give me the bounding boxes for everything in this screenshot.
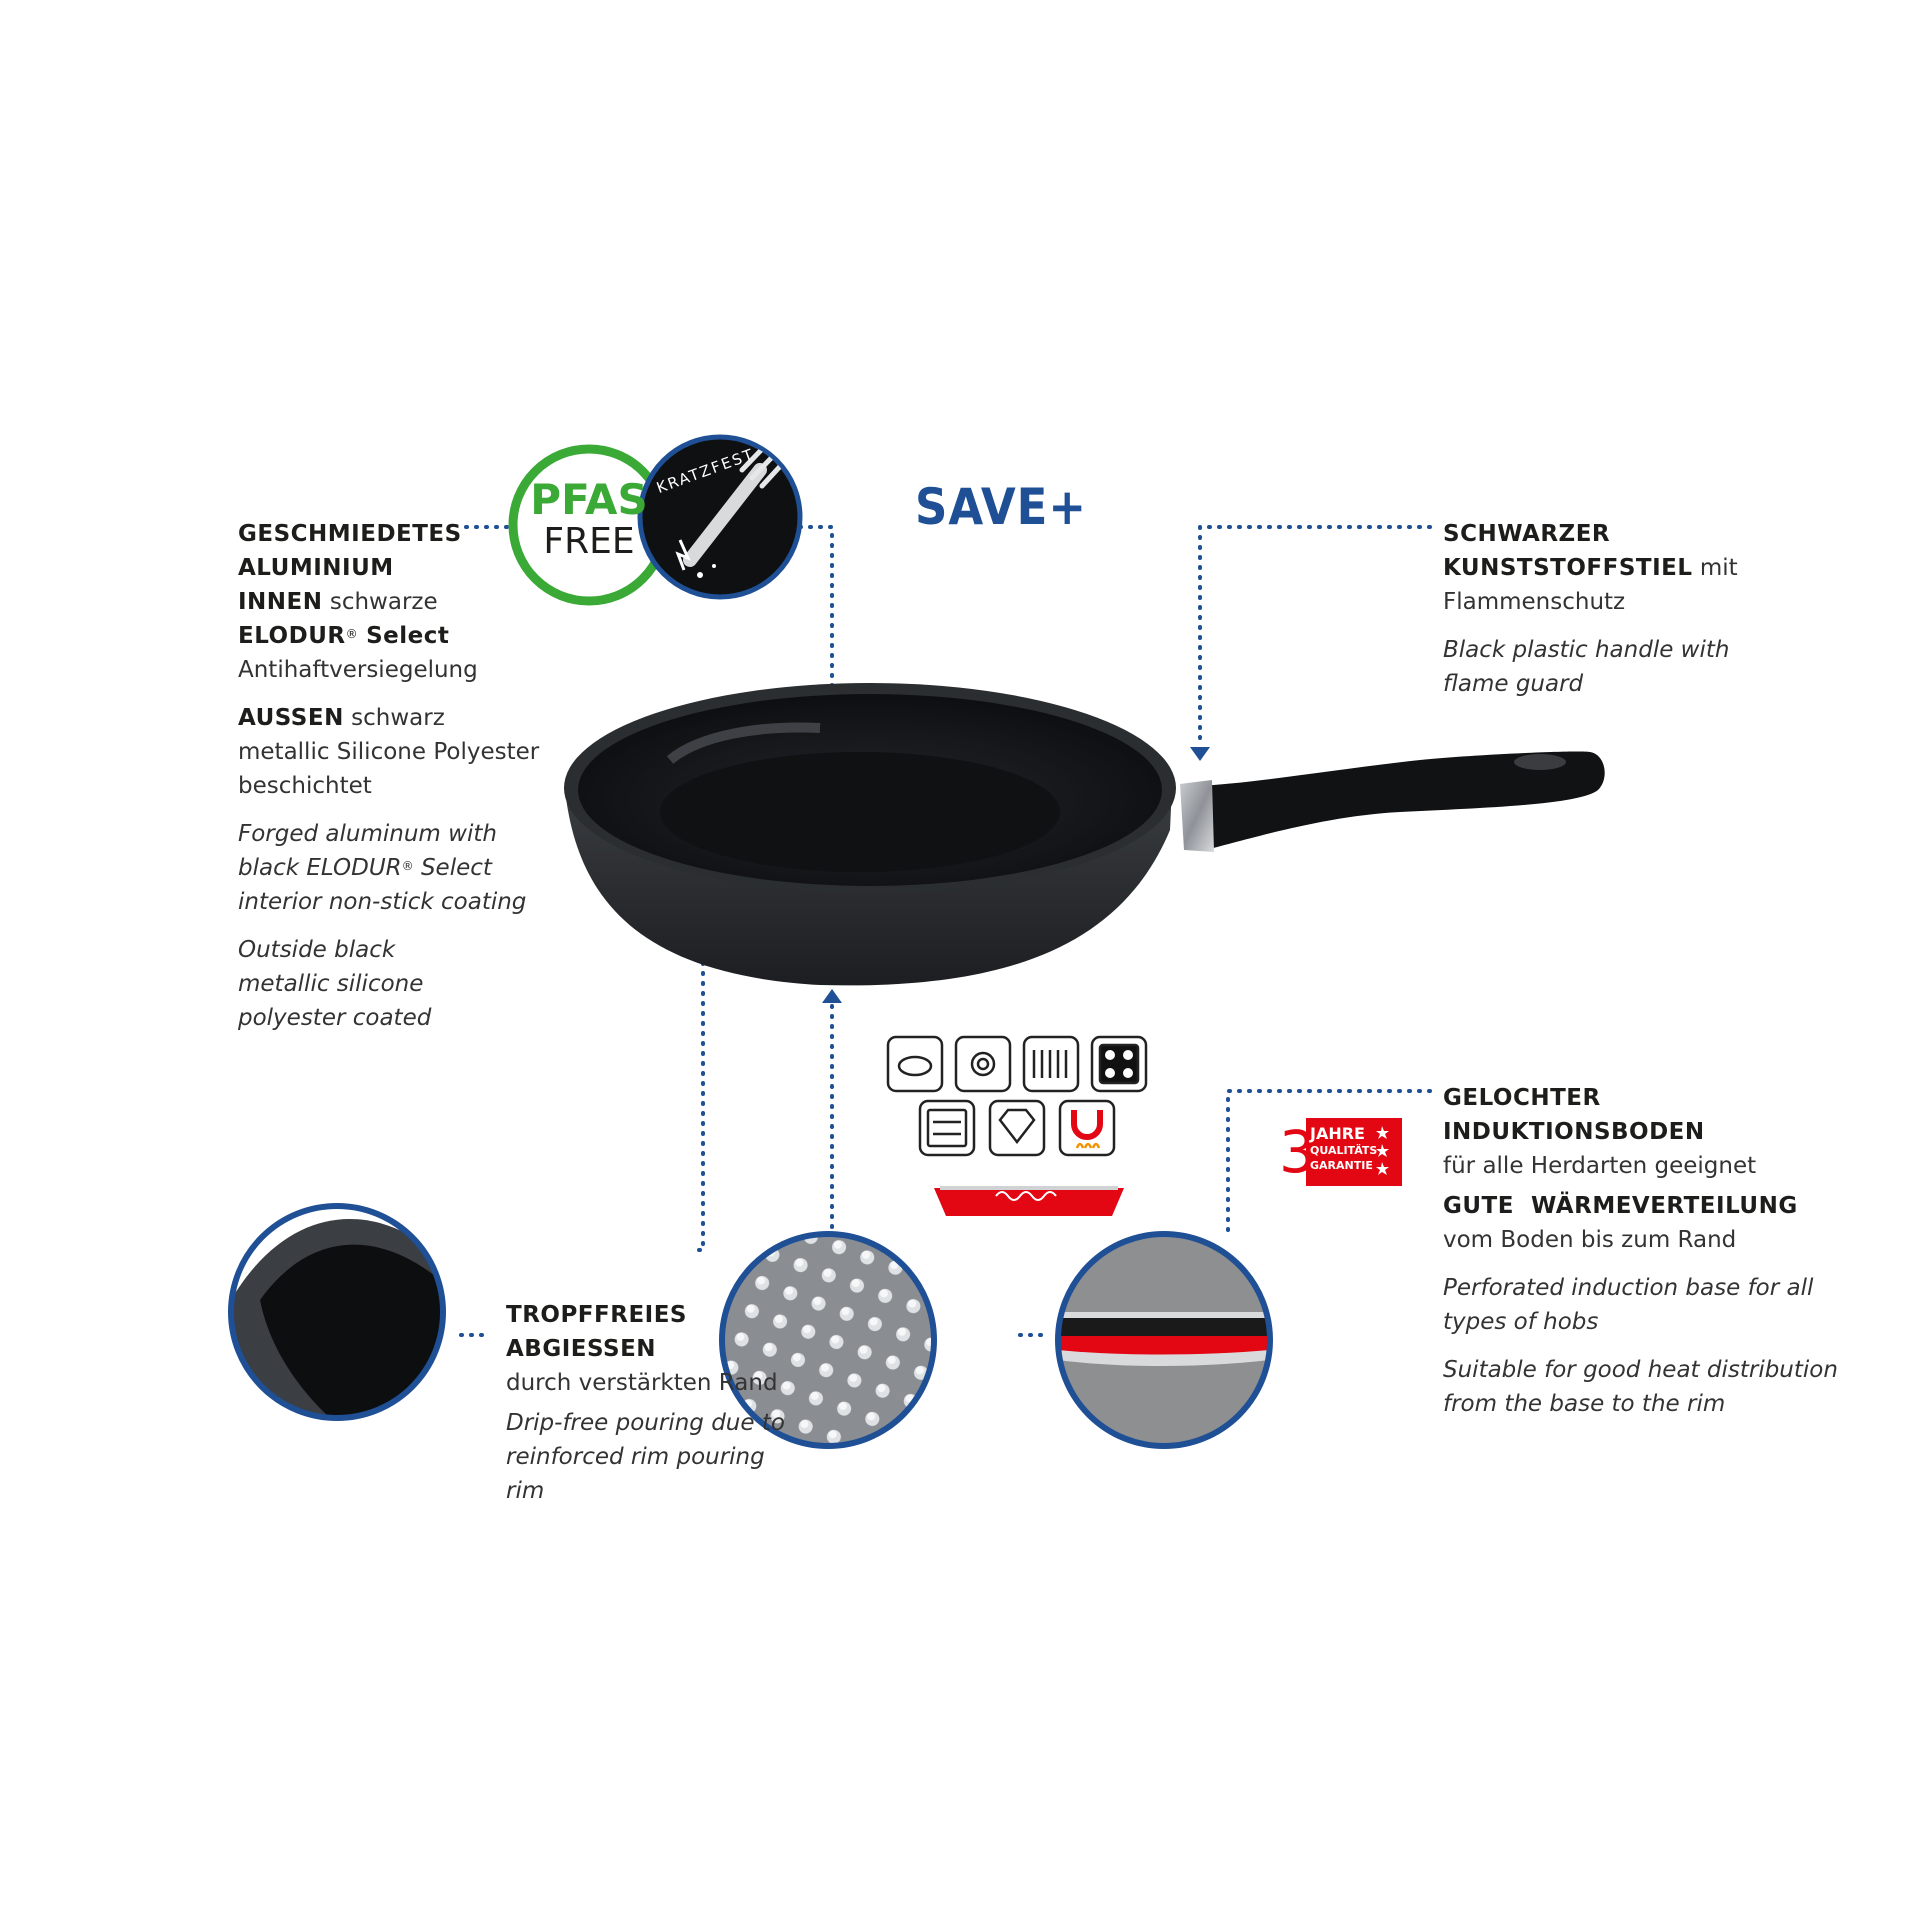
base-line-3: für alle Herdarten geeignet bbox=[1443, 1153, 1757, 1179]
material-en-2-line-3: polyester coated bbox=[238, 1005, 432, 1031]
select-label: Select bbox=[357, 623, 450, 649]
base-line-5: vom Boden bis zum Rand bbox=[1443, 1227, 1737, 1253]
base-en-1-line-2: types of hobs bbox=[1443, 1309, 1599, 1335]
kratzfest-badge bbox=[637, 434, 803, 600]
innen-label: INNEN bbox=[238, 589, 323, 615]
pouring-en-line-1: Drip-free pouring due to bbox=[506, 1410, 785, 1436]
material-en-1-line-3: interior non-stick coating bbox=[238, 889, 527, 915]
material-description: GESCHMIEDETES ALUMINIUM INNEN schwarze E… bbox=[238, 517, 539, 1049]
elodur-label: ELODUR bbox=[238, 623, 346, 649]
base-cross-section-strip bbox=[934, 1186, 1124, 1216]
heat-distribution-image bbox=[1055, 1231, 1273, 1449]
base-heading-1: GELOCHTER bbox=[1443, 1085, 1601, 1111]
handle-description: SCHWARZER KUNSTSTOFFSTIEL mit Flammensch… bbox=[1443, 517, 1738, 715]
product-headline: SAVE+ bbox=[915, 478, 1088, 536]
handle-heading-2-text: mit bbox=[1692, 555, 1738, 581]
aussen-text-2: metallic Silicone Polyester bbox=[238, 739, 540, 765]
handle-line-3: Flammenschutz bbox=[1443, 589, 1626, 615]
innen-text: schwarze bbox=[322, 589, 438, 615]
base-en-1-line-1: Perforated induction base for all bbox=[1443, 1275, 1814, 1301]
material-heading-2: ALUMINIUM bbox=[238, 555, 394, 581]
base-en-2-line-2: from the base to the rim bbox=[1443, 1391, 1726, 1417]
handle-en-line-2: flame guard bbox=[1443, 671, 1584, 697]
free-text: FREE bbox=[543, 521, 635, 562]
warranty-number: 3 bbox=[1279, 1118, 1316, 1186]
coating-text: Antihaftversiegelung bbox=[238, 657, 478, 683]
aussen-text-3: beschichtet bbox=[238, 773, 372, 799]
aussen-text-1: schwarz bbox=[343, 705, 445, 731]
warranty-text: JAHRE QUALITÄTS GARANTIE bbox=[1310, 1125, 1377, 1173]
pouring-heading-1: TROPFFREIES bbox=[506, 1302, 687, 1328]
aussen-label: AUSSEN bbox=[238, 705, 344, 731]
pouring-description: TROPFFREIES ABGIESSEN durch verstärkten … bbox=[506, 1298, 785, 1522]
rim-closeup-image bbox=[228, 1203, 446, 1421]
handle-heading-1: SCHWARZER bbox=[1443, 521, 1611, 547]
registered-mark: ® bbox=[345, 627, 358, 641]
pouring-heading-2: ABGIESSEN bbox=[506, 1336, 657, 1362]
perforated-base-image bbox=[719, 1231, 937, 1449]
pfas-text: PFAS bbox=[530, 475, 648, 524]
base-heading-4: GUTE WÄRMEVERTEILUNG bbox=[1443, 1193, 1798, 1219]
material-en-2-line-2: metallic silicone bbox=[238, 971, 424, 997]
material-en-2-line-1: Outside black bbox=[238, 937, 396, 963]
material-en-1-line-2b: Select bbox=[413, 855, 492, 881]
material-en-1-line-2a: black ELODUR bbox=[238, 855, 402, 881]
pouring-line-3: durch verstärkten Rand bbox=[506, 1370, 778, 1396]
pouring-en-line-3: rim bbox=[506, 1478, 545, 1504]
warranty-garantie: GARANTIE bbox=[1310, 1159, 1373, 1172]
material-heading-1: GESCHMIEDETES bbox=[238, 521, 462, 547]
hob-icons bbox=[886, 1035, 1148, 1157]
handle-heading-2: KUNSTSTOFFSTIEL bbox=[1443, 555, 1693, 581]
base-description: GELOCHTER INDUKTIONSBODEN für alle Herda… bbox=[1443, 1081, 1838, 1435]
registered-mark-en: ® bbox=[401, 859, 414, 873]
handle-en-line-1: Black plastic handle with bbox=[1443, 637, 1730, 663]
base-heading-2: INDUKTIONSBODEN bbox=[1443, 1119, 1705, 1145]
warranty-badge bbox=[1276, 1118, 1402, 1186]
pouring-en-line-2: reinforced rim pouring bbox=[506, 1444, 765, 1470]
pfas-label: PFAS FREE bbox=[524, 478, 654, 562]
base-en-2-line-1: Suitable for good heat distribution bbox=[1443, 1357, 1838, 1383]
warranty-qualitaets: QUALITÄTS bbox=[1310, 1144, 1378, 1157]
warranty-jahre: JAHRE bbox=[1310, 1124, 1365, 1143]
frying-pan-image bbox=[564, 683, 1605, 986]
material-en-1-line-1: Forged aluminum with bbox=[238, 821, 497, 847]
